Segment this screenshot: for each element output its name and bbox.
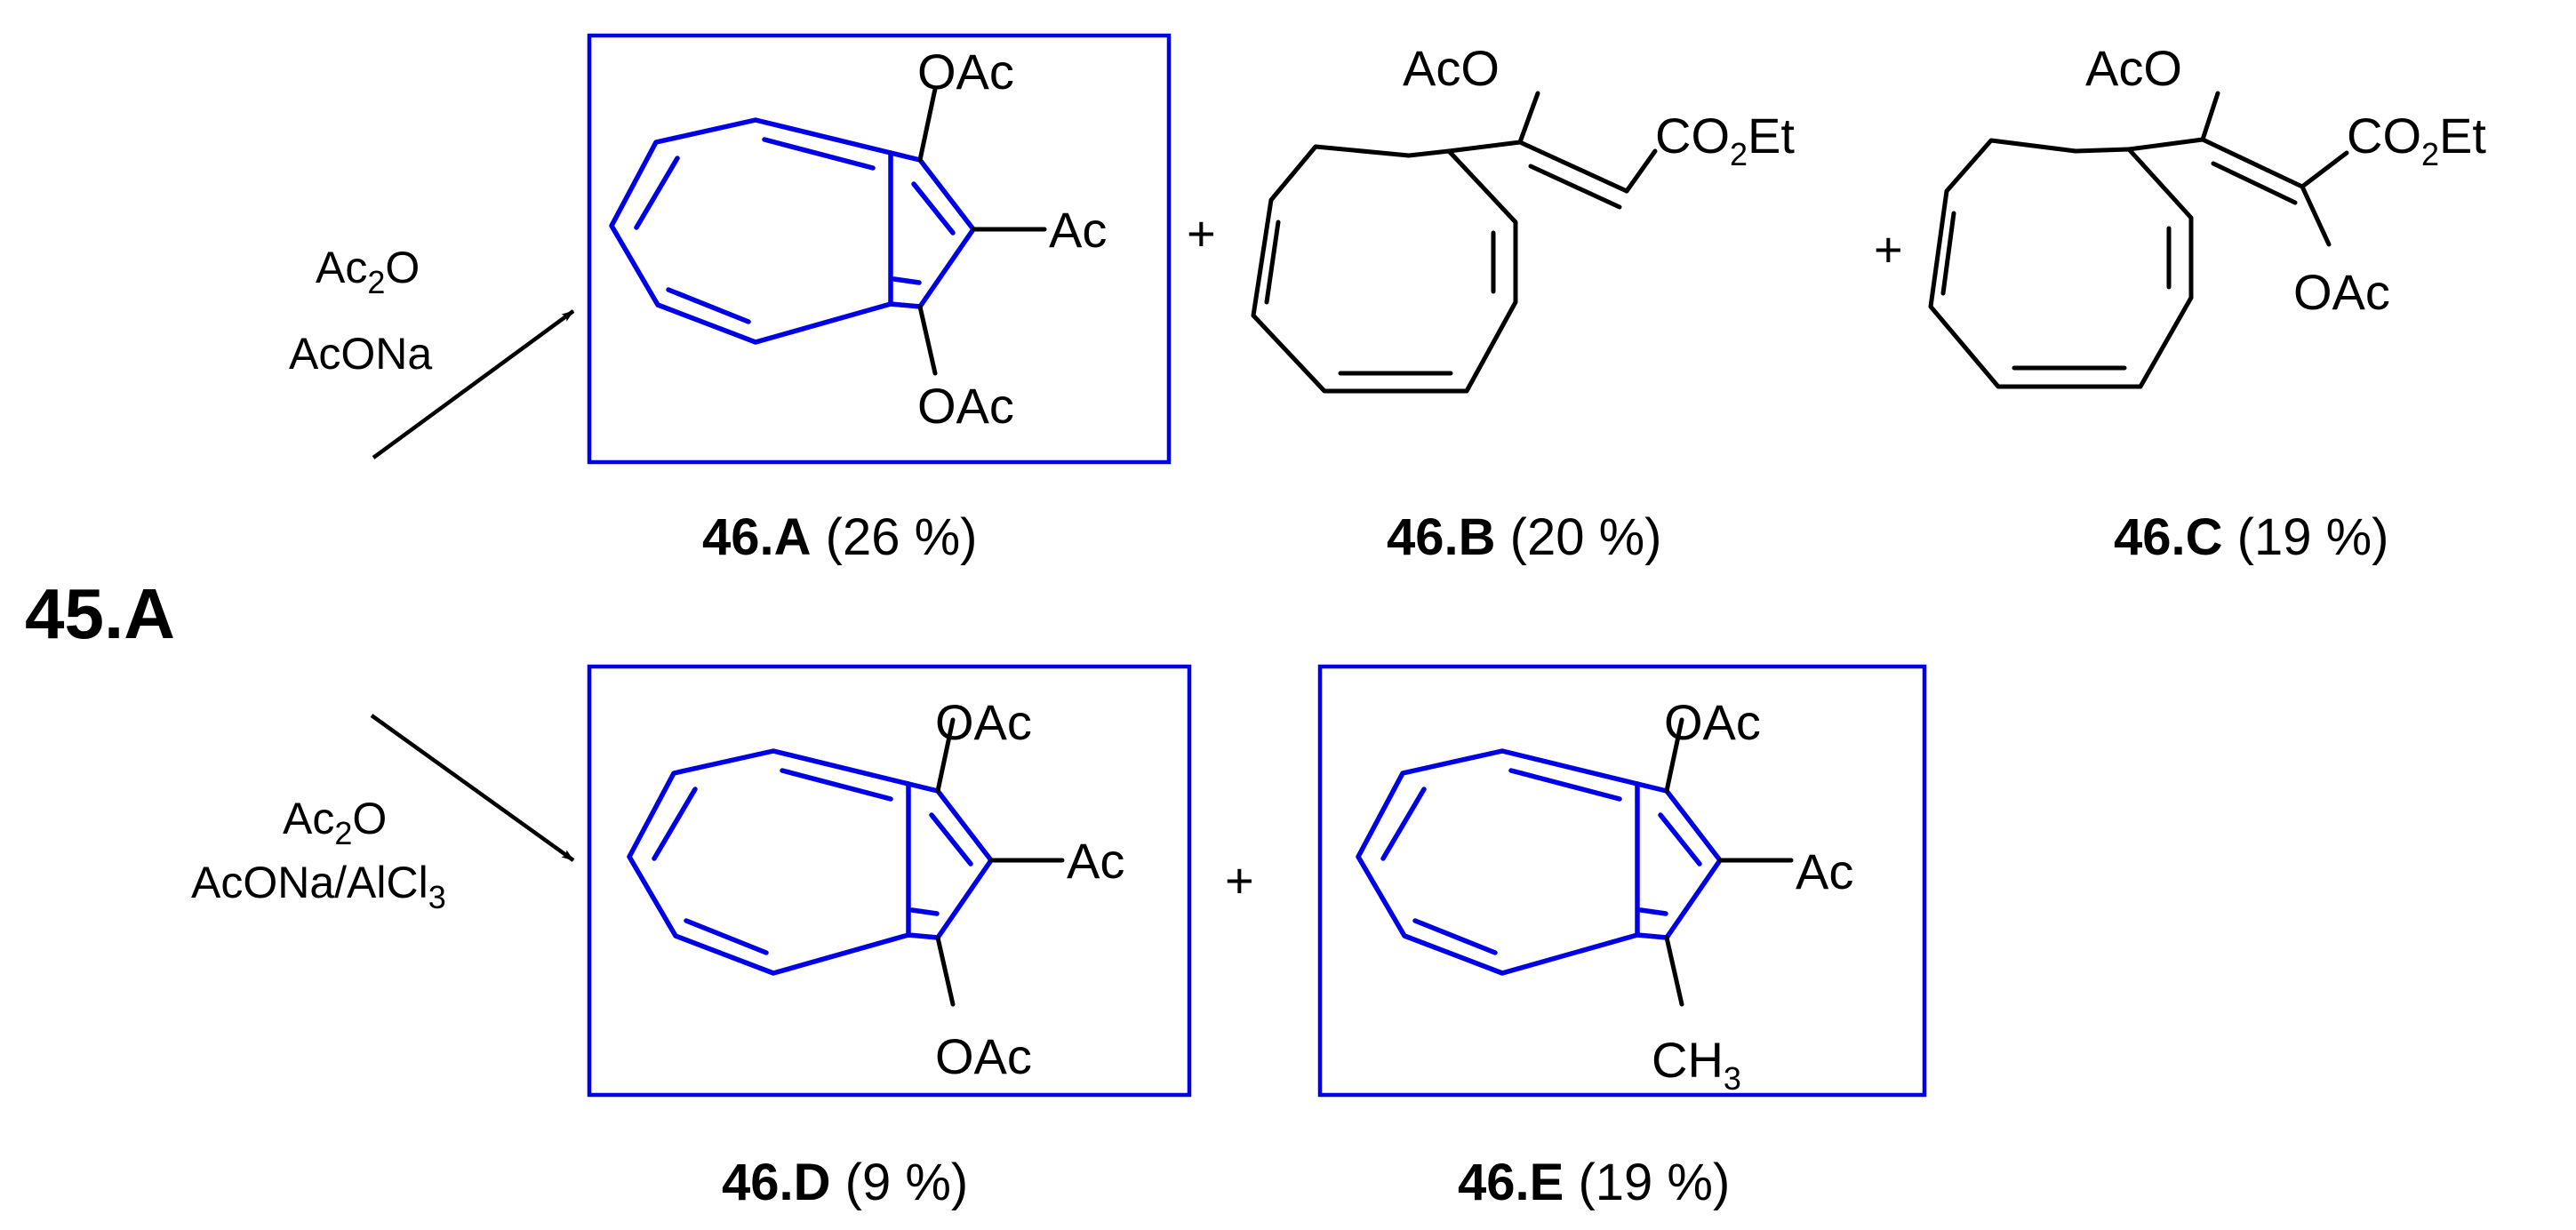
compound-label-46e: 46.E (19 %) bbox=[1458, 1154, 1730, 1211]
highlight-box-46e bbox=[1317, 664, 1927, 1098]
substituent-oac-46e: OAc bbox=[1664, 694, 1761, 750]
ester-group-46b: CO2Et bbox=[1655, 108, 1795, 172]
substituent-ac-46a: Ac bbox=[1049, 202, 1107, 258]
product-46e: OAc Ac CH3 46.E (19 %) bbox=[1317, 664, 1927, 1211]
plus-sign-3: + bbox=[1225, 852, 1254, 908]
substituent-oac-46c: OAc bbox=[2293, 264, 2390, 320]
substituent-oac-bottom-46d: OAc bbox=[935, 1028, 1032, 1084]
substituent-ch3-46e: CH3 bbox=[1652, 1032, 1741, 1097]
compound-label-46d: 46.D (9 %) bbox=[722, 1154, 968, 1211]
substituent-aco-46c: AcO bbox=[2085, 40, 2182, 96]
substituent-oac-top-46a: OAc bbox=[917, 44, 1014, 100]
starting-material-label: 45.A bbox=[25, 574, 175, 653]
top-reaction-arrow bbox=[372, 309, 575, 459]
ester-group-46c: CO2Et bbox=[2347, 108, 2486, 172]
plus-sign-1: + bbox=[1187, 205, 1216, 261]
substituent-aco-46b: AcO bbox=[1403, 40, 1500, 96]
product-46b: AcO CO2Et 46.B (20 %) bbox=[1251, 40, 1795, 566]
product-46c: AcO CO2Et OAc 46.C (19 %) bbox=[1928, 40, 2486, 566]
substituent-oac-bottom-46a: OAc bbox=[917, 378, 1014, 434]
highlight-box-46a bbox=[587, 33, 1172, 465]
compound-label-46b: 46.B (20 %) bbox=[1387, 508, 1661, 566]
substituent-oac-top-46d: OAc bbox=[935, 694, 1032, 750]
substituent-ac-46e: Ac bbox=[1796, 843, 1853, 899]
azulene-ring-46e bbox=[1356, 717, 1794, 1007]
azulene-ring-46d bbox=[627, 717, 1065, 1007]
top-reagent-2: AcONa bbox=[289, 329, 432, 379]
highlight-box-46d bbox=[587, 664, 1192, 1098]
bottom-reagent-2: AcONa/AlCl3 bbox=[191, 858, 446, 915]
compound-label-46c: 46.C (19 %) bbox=[2114, 508, 2388, 566]
top-reagent-1: Ac2O bbox=[316, 243, 420, 300]
plus-sign-2: + bbox=[1874, 221, 1903, 277]
bottom-reagent-1: Ac2O bbox=[283, 794, 387, 851]
compound-label-46a: 46.A (26 %) bbox=[702, 508, 977, 566]
substituent-ac-46d: Ac bbox=[1067, 833, 1124, 889]
product-46a: OAc Ac OAc 46.A (26 %) bbox=[587, 33, 1172, 566]
bottom-reaction-arrow bbox=[370, 714, 575, 862]
product-46d: OAc Ac OAc 46.D (9 %) bbox=[587, 664, 1192, 1211]
